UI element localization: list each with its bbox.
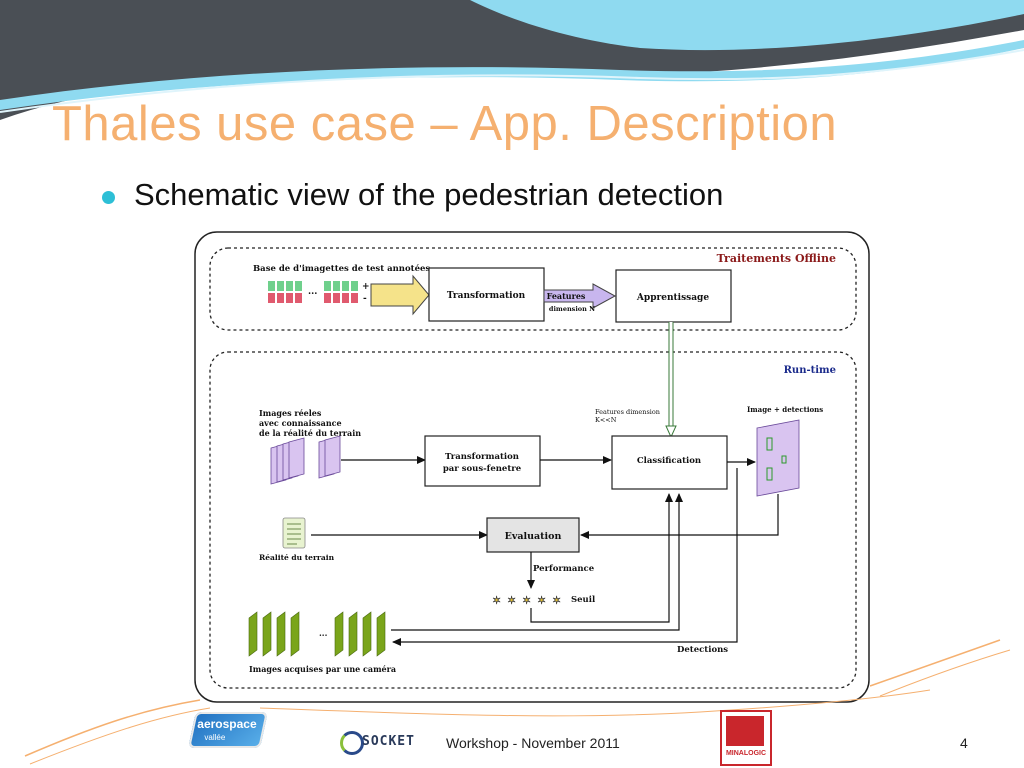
green-tiles [268,281,358,291]
purple-images-stack [270,435,341,485]
header-swoosh [0,0,1024,120]
svg-text:✶: ✶ [537,594,546,607]
runtime-section [209,351,857,689]
aerospace-logo-sub: vallée [204,733,226,742]
transformation-sf-box [424,435,541,487]
detection-box-2 [781,455,787,464]
image-detections-label: Image + detections [747,405,823,414]
minalogic-logo: MINALOGIC [720,710,772,766]
features-k-line1: Features dimension [595,408,660,416]
socket-logo: SOCKET [340,730,440,756]
page-number: 4 [960,735,968,751]
swoosh-bottom-left [24,699,201,757]
evaluation-label: Evaluation [505,531,562,542]
tiles-dots: ... [308,287,317,297]
aerospace-logo: aerospace vallée [188,712,268,748]
features-label: Features [547,291,586,301]
footer-swoosh [24,639,1011,765]
arrow-image-to-evaluation [580,494,779,539]
runtime-section-label: Run-time [784,365,836,376]
camera-dots: ... [319,628,328,638]
svg-text:✶: ✶ [522,594,531,607]
transformation-label: Transformation [447,291,526,301]
swoosh-light-blue [470,0,1024,51]
swoosh-bottom-right-2 [879,649,1011,697]
red-tiles [268,293,358,303]
images-camera-label: Images acquises par une caméra [249,664,396,674]
arrow-camera-to-classification [391,493,683,631]
arrow-seuil-to-classification [530,493,673,623]
classification-label: Classification [637,456,701,466]
images-reelles-line1: Images réeles [259,408,322,418]
seuil-label: Seuil [571,595,596,605]
footer-text: Workshop - November 2011 [446,735,620,751]
swoosh-bottom-right [869,639,1001,687]
minalogic-logo-mark [726,716,764,746]
features-arrow-icon [543,283,617,309]
plus-sign: + [362,282,370,292]
arrow-detections-to-camera [392,468,738,646]
transformation-sf-line2: par sous-fenetre [443,464,522,474]
slide-title: Thales use case – App. Description [52,97,838,151]
threshold-stars: ✶ ✶ ✶ ✶ ✶ [492,594,562,608]
bullet-dot-icon [102,191,115,204]
svg-text:✶: ✶ [507,594,516,607]
dataset-label: Base de d'imagettes de test annotées [253,263,430,274]
ground-truth-lines [287,523,301,545]
detection-box-3 [766,467,773,481]
ground-truth-doc-icon [282,517,306,549]
svg-text:✶: ✶ [552,594,561,607]
offline-section [209,247,857,331]
swoosh-bottom-mid [259,689,931,717]
evaluation-box [486,517,580,553]
detections-label: Detections [677,645,728,655]
swoosh-bottom-left-2 [29,707,211,765]
detection-box-1 [766,437,773,451]
dimension-n-label: dimension N [549,305,595,313]
bullet-text: Schematic view of the pedestrian detecti… [134,177,724,212]
offline-section-label: Traitements Offline [717,252,836,265]
svg-text:✶: ✶ [492,594,501,607]
apprentissage-label: Apprentissage [636,293,709,303]
pedestrian-detection-diagram: Traitements Offline Base de d'imagettes … [194,231,870,703]
yellow-arrow-icon [370,274,430,316]
features-k-line2: K<<N [595,416,617,424]
swoosh-line [0,49,1024,113]
model-arrowhead-icon [665,425,677,439]
socket-logo-text: SOCKET [362,734,415,749]
realite-terrain-label: Réalité du terrain [259,553,335,562]
minalogic-logo-text: MINALOGIC [725,750,767,757]
performance-label: Performance [533,564,595,574]
socket-logo-ring-icon [340,731,364,755]
camera-frames [248,611,386,657]
aerospace-logo-text: aerospace [197,717,257,731]
transformation-sf-line1: Transformation [445,452,519,462]
images-reelles-line3: de la réalité du terrain [259,428,361,438]
classification-box [611,435,728,490]
minus-sign: - [363,294,367,304]
image-detections-frame [756,419,800,497]
images-reelles-line2: avec connaissance [259,418,342,428]
